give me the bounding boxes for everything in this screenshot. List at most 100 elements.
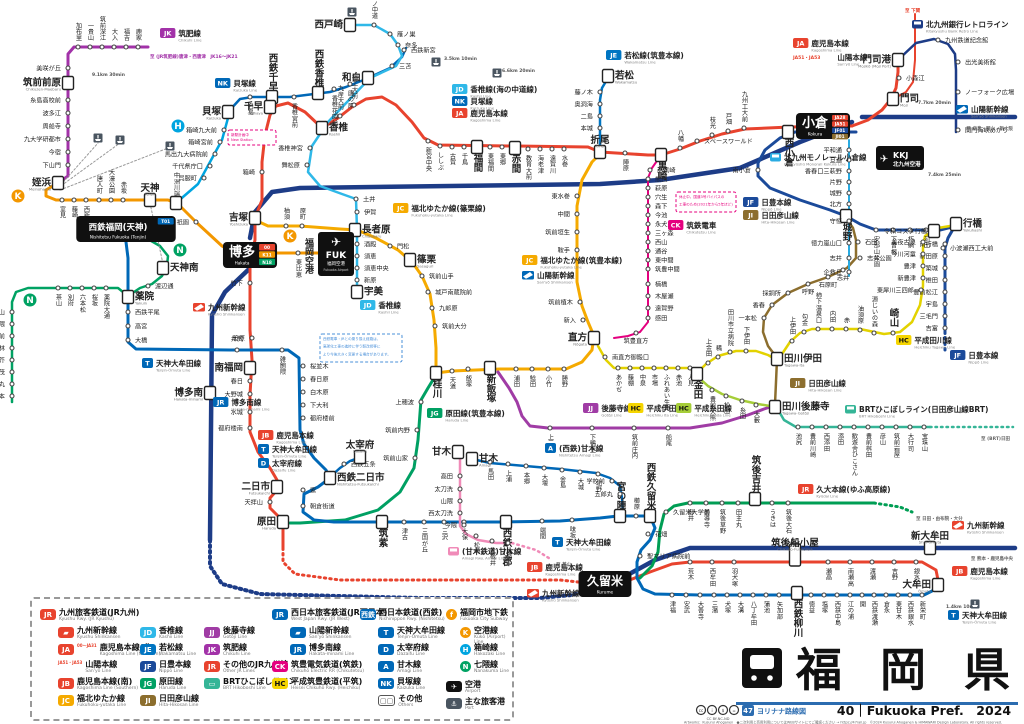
legend-line-name-en: Hakozaki Line bbox=[474, 652, 506, 657]
station-label: 大入 bbox=[111, 28, 118, 41]
line-badge bbox=[793, 38, 809, 48]
station-dot bbox=[840, 267, 846, 273]
legend-line-name-en: Port bbox=[465, 706, 474, 711]
station-label: 春日 bbox=[231, 378, 243, 386]
line-badge-text: JB bbox=[530, 564, 538, 572]
legend-line-name-en: Airport bbox=[465, 689, 481, 694]
station-label: 南瀬高 bbox=[847, 567, 854, 587]
station-dot bbox=[389, 63, 395, 69]
station-label: 千代県庁口 bbox=[172, 163, 203, 171]
legend-line-name-en: Kashii Line bbox=[159, 635, 184, 640]
station-box bbox=[927, 223, 941, 239]
station-label: 千早 bbox=[244, 101, 264, 113]
legend-badge-JK: JK bbox=[204, 644, 220, 655]
station-dot bbox=[955, 89, 961, 95]
station-dot bbox=[645, 230, 651, 236]
station-sublabel: Tagawa-Ita bbox=[783, 363, 805, 368]
station-dot bbox=[617, 491, 623, 497]
station-label: 倉永 bbox=[883, 600, 890, 613]
station-dot bbox=[549, 146, 555, 152]
line-badge bbox=[258, 444, 269, 454]
station-label: 片野 bbox=[830, 179, 842, 187]
station-label: 銀水 bbox=[913, 567, 920, 580]
legend-line-name-en: Haruda Line bbox=[159, 686, 187, 691]
shinkansen-icon-glyph bbox=[528, 590, 538, 597]
station-label: 学校前 bbox=[586, 478, 605, 486]
station-dot bbox=[677, 145, 683, 151]
station-label: 竹下 bbox=[231, 280, 243, 288]
line-label-sub: Tenjin-Ōmuta Line bbox=[961, 620, 997, 625]
station-dot bbox=[645, 221, 651, 227]
line-badge-text: JB bbox=[261, 432, 269, 440]
legend-badge-JD: JD bbox=[140, 627, 156, 638]
legend-line-name: 太宰府線 bbox=[397, 643, 429, 652]
legend-line-name: 博多南線 bbox=[309, 643, 341, 652]
station-label: 呼野 bbox=[802, 288, 814, 296]
line-badge bbox=[952, 566, 968, 576]
port-icon-hull bbox=[167, 147, 173, 149]
station-dot bbox=[645, 212, 651, 218]
station-sublabel: Tenjin bbox=[144, 192, 157, 197]
line-label-name: 福北ゆたか線(篠栗線) bbox=[410, 203, 485, 213]
line-badge-text: T bbox=[145, 360, 150, 368]
station-box bbox=[451, 444, 465, 460]
station-dot bbox=[709, 387, 715, 393]
line-label-name: (西鉄)甘木線 bbox=[559, 443, 604, 453]
station-sublabel: Kaizuka bbox=[206, 116, 221, 121]
line-badge bbox=[142, 358, 153, 368]
station-label: 瀬高 bbox=[825, 567, 832, 581]
station-label: 筑前山手 bbox=[429, 273, 454, 281]
station-label: 金田 bbox=[692, 379, 705, 400]
station-label: 吉野 bbox=[891, 568, 898, 581]
station-dot bbox=[769, 500, 775, 506]
station-label: 豊前松江 bbox=[913, 289, 938, 297]
station-label: 飯塚 bbox=[465, 374, 472, 388]
station-label: 塩塚 bbox=[821, 600, 828, 614]
station-dot bbox=[942, 253, 948, 259]
station-sublabel: Amagi bbox=[479, 463, 491, 468]
station-dot bbox=[857, 255, 863, 261]
station-label: あかぢ bbox=[615, 374, 622, 394]
station-box bbox=[613, 508, 627, 524]
line-badge bbox=[258, 458, 269, 468]
station-dot bbox=[65, 162, 71, 168]
station-box bbox=[690, 366, 704, 382]
station-dot bbox=[687, 500, 693, 506]
station-dot bbox=[499, 144, 505, 150]
station-label: 野芥 bbox=[0, 357, 6, 365]
line-badge bbox=[452, 84, 468, 94]
station-dot bbox=[283, 223, 289, 229]
station-dot bbox=[935, 37, 941, 43]
direction-note: 1.4km 10min bbox=[946, 604, 979, 610]
direction-note: 至 下関 bbox=[905, 7, 921, 14]
station-label: 柚須 bbox=[283, 207, 290, 221]
station-label: 二島 bbox=[581, 113, 593, 121]
station-dot bbox=[763, 592, 769, 598]
station-label: 西小倉 bbox=[783, 138, 796, 167]
line-badge bbox=[258, 430, 274, 440]
line-badge-text: JC bbox=[396, 205, 404, 213]
station-box bbox=[465, 451, 479, 467]
station-dot bbox=[942, 241, 948, 247]
station-dot bbox=[651, 365, 657, 371]
station-label: 上金田 bbox=[705, 338, 712, 358]
line-label-sub: Heichiku Tagawa Line bbox=[914, 345, 955, 350]
major-station-box bbox=[578, 571, 632, 597]
port-icon-mast bbox=[169, 143, 171, 147]
line-badge bbox=[545, 443, 556, 453]
legend-line-name-en: Chikuhō Electric RR (Chikutetsu) bbox=[291, 669, 364, 674]
station-dot bbox=[457, 498, 463, 504]
station-label: 城野 bbox=[830, 190, 842, 198]
station-dot bbox=[193, 219, 199, 225]
major-station-name: 西鉄福岡(天神) bbox=[89, 222, 148, 233]
legend-badge-A: A bbox=[378, 661, 394, 672]
line-badge bbox=[213, 397, 229, 407]
station-sublabel: Wakamatsu bbox=[615, 80, 638, 85]
port-icon-hull bbox=[433, 63, 439, 65]
station-label: 本郷 bbox=[523, 471, 530, 485]
line-label-name: 天神大牟田線 bbox=[272, 444, 317, 454]
station-label: 天道 bbox=[449, 377, 456, 391]
direction-note: 7.7km 20min bbox=[918, 100, 951, 106]
